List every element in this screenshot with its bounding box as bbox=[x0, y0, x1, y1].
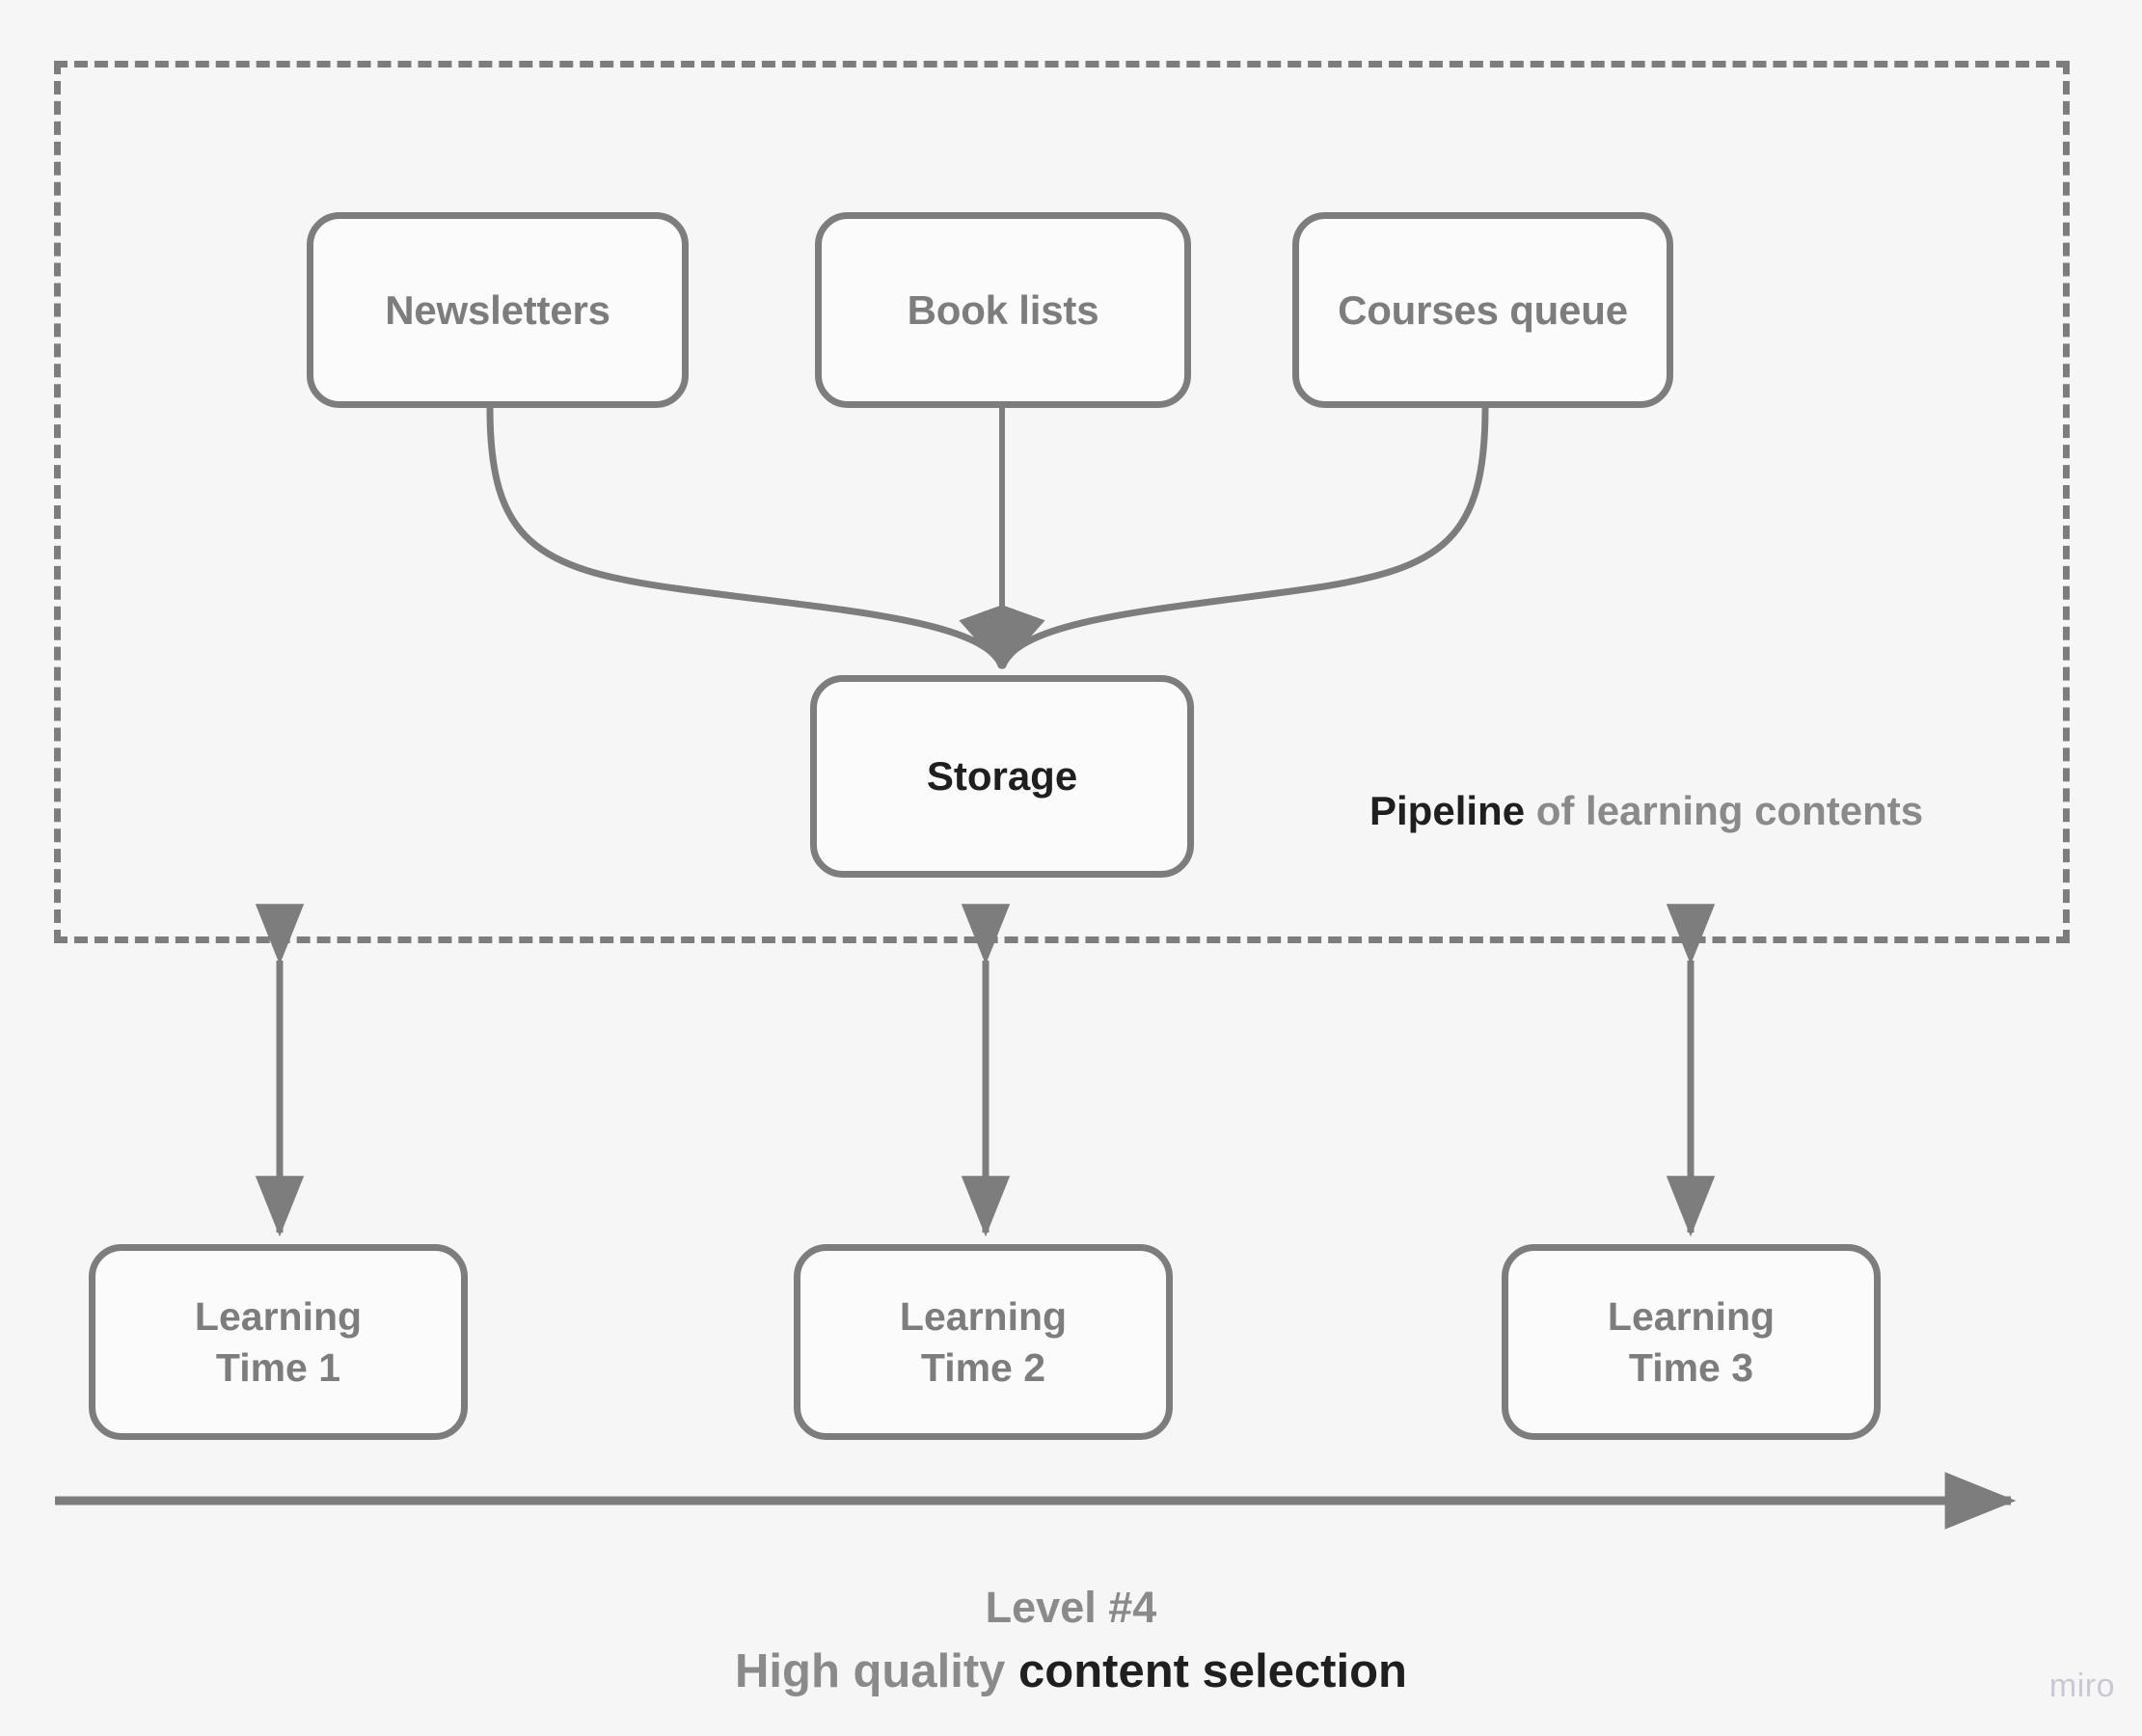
node-learning-time-2-label: Learning Time 2 bbox=[900, 1291, 1067, 1393]
node-courses-queue-label: Courses queue bbox=[1338, 286, 1628, 333]
node-learning-time-1-line1: Learning bbox=[194, 1294, 363, 1340]
caption-tagline-muted: High quality bbox=[735, 1644, 1019, 1697]
node-book-lists-label: Book lists bbox=[907, 286, 1099, 333]
node-learning-time-3[interactable]: Learning Time 3 bbox=[1502, 1244, 1881, 1440]
caption-tagline-strong: content selection bbox=[1018, 1644, 1407, 1697]
node-learning-time-3-line2: Time 3 bbox=[1628, 1344, 1754, 1390]
node-book-lists[interactable]: Book lists bbox=[815, 212, 1191, 408]
caption-tagline: High quality content selection bbox=[0, 1639, 2142, 1706]
node-courses-queue[interactable]: Courses queue bbox=[1292, 212, 1673, 408]
node-storage[interactable]: Storage bbox=[810, 675, 1194, 878]
node-learning-time-1[interactable]: Learning Time 1 bbox=[89, 1244, 468, 1440]
node-newsletters-label: Newsletters bbox=[385, 286, 610, 333]
node-learning-time-1-line2: Time 1 bbox=[215, 1344, 341, 1390]
miro-watermark: miro bbox=[2048, 1668, 2115, 1704]
node-learning-time-3-line1: Learning bbox=[1607, 1294, 1776, 1340]
pipeline-boundary-frame bbox=[54, 61, 2070, 943]
node-newsletters[interactable]: Newsletters bbox=[307, 212, 689, 408]
node-learning-time-2[interactable]: Learning Time 2 bbox=[794, 1244, 1173, 1440]
node-learning-time-2-line2: Time 2 bbox=[920, 1344, 1046, 1390]
pipeline-caption-strong: Pipeline bbox=[1369, 788, 1526, 833]
node-learning-time-2-line1: Learning bbox=[899, 1294, 1068, 1340]
pipeline-caption-rest: of learning contents bbox=[1525, 788, 1924, 833]
pipeline-caption: Pipeline of learning contents bbox=[1369, 788, 1923, 834]
caption-level: Level #4 bbox=[985, 1583, 1157, 1632]
node-learning-time-1-label: Learning Time 1 bbox=[195, 1291, 362, 1393]
node-learning-time-3-label: Learning Time 3 bbox=[1608, 1291, 1775, 1393]
node-storage-label: Storage bbox=[926, 753, 1078, 800]
diagram-caption: Level #4 High quality content selection bbox=[0, 1577, 2142, 1705]
